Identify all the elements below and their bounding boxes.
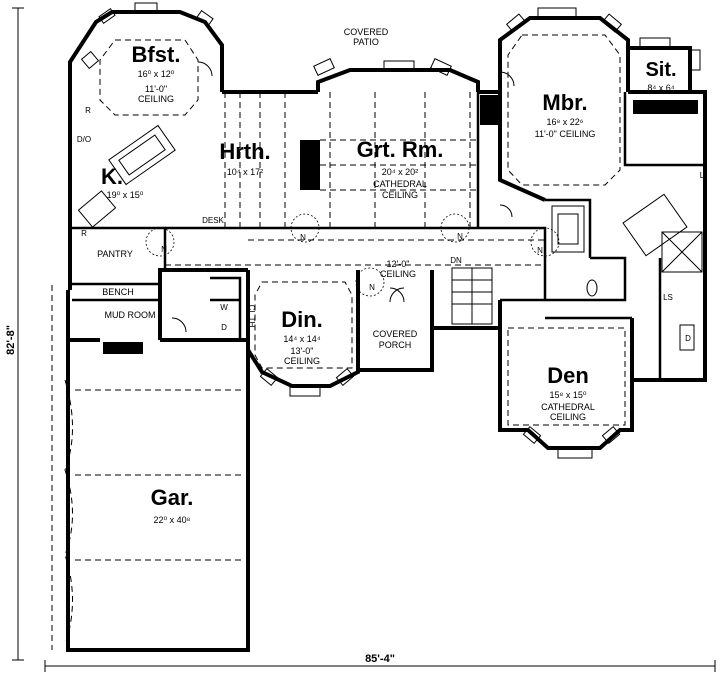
room-ceiling-grtrm: CATHEDRAL [373,179,427,189]
bench-label: BENCH [102,287,134,297]
dimension-lines [12,7,716,672]
door-n-1: N [300,233,306,242]
ls-label: LS [663,293,673,302]
covered-patio-label-2: PATIO [353,37,379,47]
ceiling-12-label-1: 12'-0" [387,259,410,269]
room-name-din: Din. [281,307,323,332]
dryer-label-2: D [685,334,691,343]
range-label: R [85,106,91,115]
small-labels: COVERED PATIO COVERED PORCH 12'-0" CEILI… [77,27,705,350]
mud-room-label: MUD ROOM [105,310,156,320]
room-ceiling-den: CATHEDRAL [541,402,595,412]
interior-walls [70,92,705,380]
room-dims-hrth: 10⁴ x 17² [227,167,263,177]
room-name-kitchen: K. [101,164,123,189]
room-name-gar: Gar. [151,485,194,510]
desk-label: DESK [202,216,224,225]
dryer-label-1: D [221,323,227,332]
room-name-bfst: Bfst. [132,42,181,67]
fireplaces [103,95,698,354]
room-ceiling-mbr: 11'-0" CEILING [535,129,596,139]
room-dims-kitchen: 19⁰ x 15⁰ [107,190,144,200]
pantry-label: PANTRY [97,249,133,259]
room-ceiling-din: 13'-0" [291,346,314,356]
width-dimension: 85'-4" [365,653,395,665]
room-name-den: Den [547,363,589,388]
room-dims-sit: 8⁴ x 6⁴ [647,83,674,93]
door-n-2: N [457,232,463,241]
depth-dimension: 82'-8" [5,325,17,355]
room-name-grtrm: Grt. Rm. [357,137,444,162]
door-n-4: N [369,283,375,292]
room-ceiling-bfst: 11'-0" [145,84,167,94]
covered-porch-label-1: COVERED [373,329,418,339]
room-ceiling2-din: CEILING [284,356,320,366]
room-labels: Bfst. 16⁰ x 12⁰ 11'-0" CEILING K. 19⁰ x … [101,42,677,525]
bath-fixtures [551,193,703,351]
kitchen-island [77,124,176,228]
room-dims-gar: 22⁰ x 40⁸ [154,515,191,525]
room-dims-grtrm: 20⁴ x 20² [382,167,418,177]
room-ceiling2-grtrm: CEILING [382,190,418,200]
room-name-sit: Sit. [645,59,676,81]
room-ceiling2-den: CEILING [550,412,586,422]
room-dims-bfst: 16⁰ x 12⁰ [138,69,175,79]
covered-porch-label-2: PORCH [379,340,412,350]
stair-dn-label: DN [450,256,462,265]
refrigerator-label: R [81,229,87,238]
room-dims-mbr: 16⁸ x 22⁶ [546,117,583,127]
dishwasher-oven-label: D/O [77,135,91,144]
l-label: L [700,171,705,180]
door-n-5: N [537,246,543,255]
door-n-3: N [161,245,167,254]
stairs [451,267,493,325]
room-dims-din: 14⁴ x 14⁴ [283,334,320,344]
washer-label: W [220,303,228,312]
ceiling-beams [51,34,626,650]
windows [80,2,701,459]
room-name-hrth: Hrth. [219,139,270,164]
room-name-mbr: Mbr. [542,90,587,115]
ceiling-12-label-2: CEILING [380,269,416,279]
room-ceiling2-bfst: CEILING [138,94,174,104]
closet-label: CL TH [247,305,256,328]
door-swings [145,61,560,333]
room-dims-den: 15⁸ x 15⁰ [550,390,587,400]
covered-patio-label-1: COVERED [344,27,389,37]
